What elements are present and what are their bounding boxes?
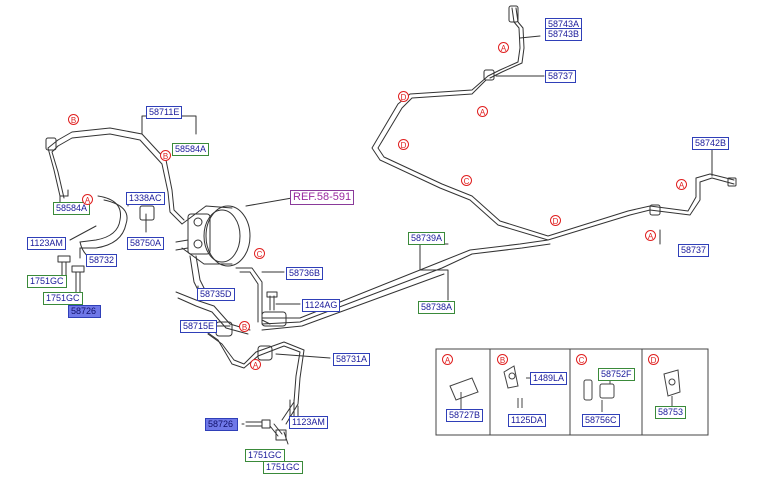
legend-letter: C <box>576 354 587 365</box>
callout-marker: A <box>477 106 488 117</box>
part-label-58737-top[interactable]: 58737 <box>545 70 577 83</box>
part-label-58726-top[interactable]: 58726 <box>68 305 101 318</box>
part-label-58711E[interactable]: 58711E <box>146 106 183 119</box>
part-label-1124AG[interactable]: 1124AG <box>302 299 341 312</box>
part-label-58739A[interactable]: 58739A <box>408 232 446 245</box>
part-label-58726-bottom[interactable]: 58726 <box>205 418 238 431</box>
part-label-58584A-top[interactable]: 58584A <box>172 143 210 156</box>
legend-part-1125DA[interactable]: 1125DA <box>508 414 546 427</box>
callout-marker: A <box>250 359 261 370</box>
legend-letter: A <box>442 354 453 365</box>
part-label-1123AM-bottom[interactable]: 1123AM <box>289 416 328 429</box>
part-label-1123AM-left[interactable]: 1123AM <box>27 237 66 250</box>
callout-marker: B <box>160 150 171 161</box>
legend-part-58756C[interactable]: 58756C <box>582 414 620 427</box>
callout-marker: D <box>398 91 409 102</box>
part-label-58731A[interactable]: 58731A <box>333 353 371 366</box>
part-label-1751GC-d[interactable]: 1751GC <box>263 461 303 474</box>
part-label-1751GC-a[interactable]: 1751GC <box>27 275 67 288</box>
callout-marker: A <box>645 230 656 241</box>
part-label-58750A[interactable]: 58750A <box>127 237 165 250</box>
part-label-58737-right[interactable]: 58737 <box>678 244 710 257</box>
callout-marker: D <box>550 215 561 226</box>
callout-marker: D <box>398 139 409 150</box>
part-label-58735D[interactable]: 58735D <box>197 288 235 301</box>
part-label-58738A[interactable]: 58738A <box>418 301 456 314</box>
callout-marker: A <box>82 194 93 205</box>
callout-marker: A <box>676 179 687 190</box>
legend-part-1489LA[interactable]: 1489LA <box>530 372 568 385</box>
callout-marker: A <box>498 42 509 53</box>
part-label-58732[interactable]: 58732 <box>86 254 118 267</box>
part-label-58742B[interactable]: 58742B <box>692 137 730 150</box>
callout-marker: B <box>239 321 250 332</box>
legend-part-58727B[interactable]: 58727B <box>446 409 484 422</box>
callout-marker: C <box>254 248 265 259</box>
legend-letter: D <box>648 354 659 365</box>
reference-label[interactable]: REF.58-591 <box>290 190 355 205</box>
part-label-58736B[interactable]: 58736B <box>286 267 324 280</box>
legend-letter: B <box>497 354 508 365</box>
part-label-1338AC[interactable]: 1338AC <box>126 192 165 205</box>
callout-marker: C <box>461 175 472 186</box>
legend-part-58753[interactable]: 58753 <box>655 406 687 419</box>
legend-part-58752F[interactable]: 58752F <box>598 368 635 381</box>
part-label-58584A-left[interactable]: 58584A <box>53 202 91 215</box>
part-label-58715E[interactable]: 58715E <box>180 320 218 333</box>
callout-marker: B <box>68 114 79 125</box>
part-label-1751GC-b[interactable]: 1751GC <box>43 292 83 305</box>
part-label-58743B[interactable]: 58743B <box>545 28 583 41</box>
